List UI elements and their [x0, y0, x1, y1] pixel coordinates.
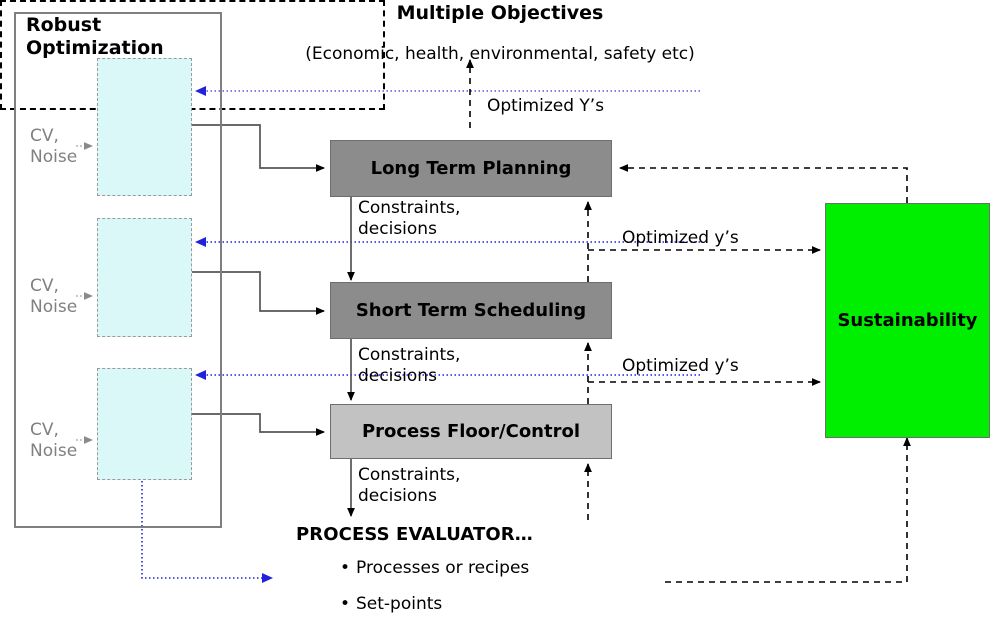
process-evaluator-frame[interactable] [0, 0, 385, 110]
uncertainty-box-2[interactable] [97, 218, 192, 337]
label-optimized-Y: Optimized Y’s [487, 96, 605, 116]
uncertainty-box-3[interactable] [97, 368, 192, 480]
label-constraints-1: Constraints, decisions [358, 198, 461, 239]
label-constraints-2: Constraints, decisions [358, 345, 461, 386]
evaluator-to-sustainability [665, 437, 911, 583]
uncertainty-box-1[interactable] [97, 58, 192, 196]
list-item-label: Set-points [356, 594, 443, 614]
robust-optimization-title: Robust Optimization [26, 14, 164, 59]
page-subtitle: (Economic, health, environmental, safety… [305, 44, 695, 64]
box-short-term-scheduling[interactable]: Short Term Scheduling [330, 282, 612, 339]
cv-noise-label-1: CV, Noise [30, 126, 78, 167]
bullet-icon: • [340, 594, 351, 614]
sustainability-feedback [619, 164, 908, 203]
label-optimized-y-1: Optimized y’s [622, 228, 739, 248]
list-item: •Processes or recipes [340, 558, 529, 578]
box-sustainability[interactable]: Sustainability [825, 203, 990, 438]
label-constraints-3: Constraints, decisions [358, 465, 461, 506]
optimized-y-connectors [588, 246, 821, 386]
noise-arrow-group [76, 142, 93, 444]
upward-dashed-arrows [466, 59, 592, 520]
list-item-label: Processes or recipes [356, 558, 530, 578]
process-evaluator-title: PROCESS EVALUATOR… [296, 524, 533, 545]
blue-feedback-lines [141, 86, 700, 583]
box-long-term-planning[interactable]: Long Term Planning [330, 140, 612, 197]
box-process-floor-control[interactable]: Process Floor/Control [330, 404, 612, 459]
cv-noise-label-2: CV, Noise [30, 276, 78, 317]
robust-optimization-frame [14, 12, 222, 528]
label-optimized-y-2: Optimized y’s [622, 356, 739, 376]
cv-noise-label-3: CV, Noise [30, 420, 78, 461]
list-item: •Set-points [340, 594, 442, 614]
page-title: Multiple Objectives [396, 2, 604, 24]
bullet-icon: • [340, 558, 351, 578]
